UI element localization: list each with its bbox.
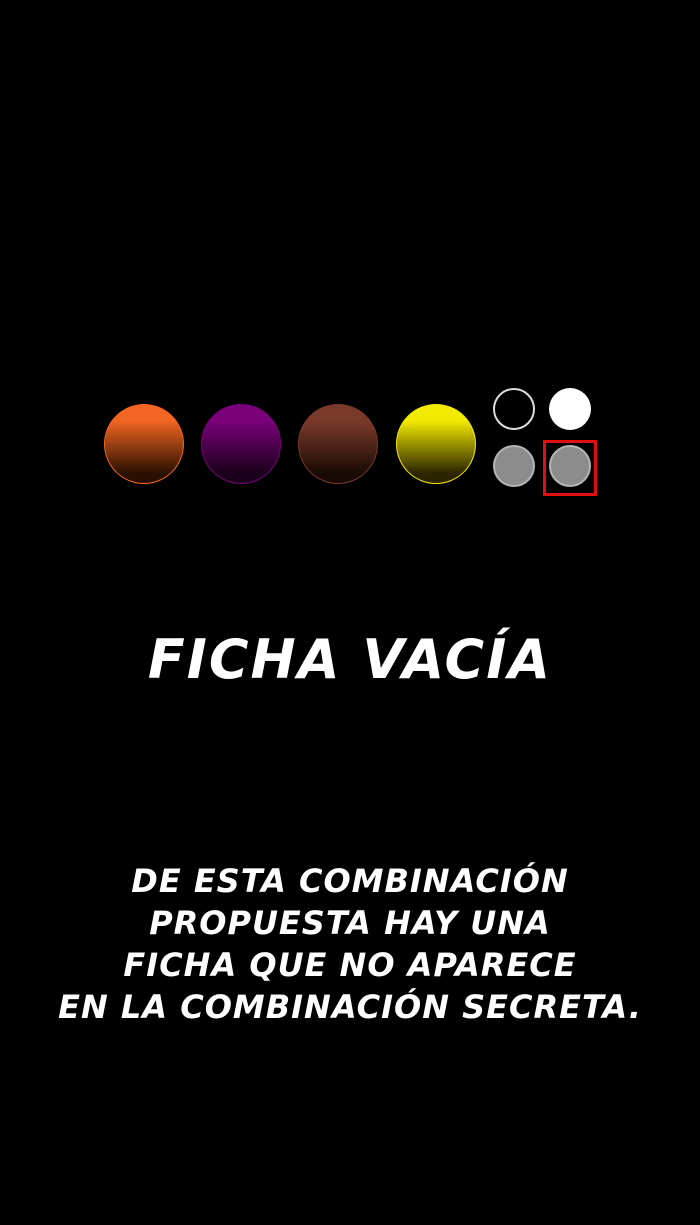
key-peg-gray [493,445,535,487]
peg-purple [201,404,281,484]
description-line-3: FICHA QUE NO APARECE [123,946,577,984]
key-peg-empty [493,388,535,430]
description-line-4: EN LA COMBINACIÓN SECRETA. [58,988,642,1026]
peg-brown [298,404,378,484]
page-title: FICHA VACÍA [147,628,553,691]
key-peg-white [549,388,591,430]
peg-orange [104,404,184,484]
peg-yellow [396,404,476,484]
description-line-2: PROPUESTA HAY UNA [149,904,551,942]
key-peg-highlight-frame [543,440,597,496]
key-peg-gray-highlighted [549,445,591,487]
description-line-1: DE ESTA COMBINACIÓN [131,862,569,900]
description-text: DE ESTA COMBINACIÓN PROPUESTA HAY UNA FI… [30,860,670,1028]
